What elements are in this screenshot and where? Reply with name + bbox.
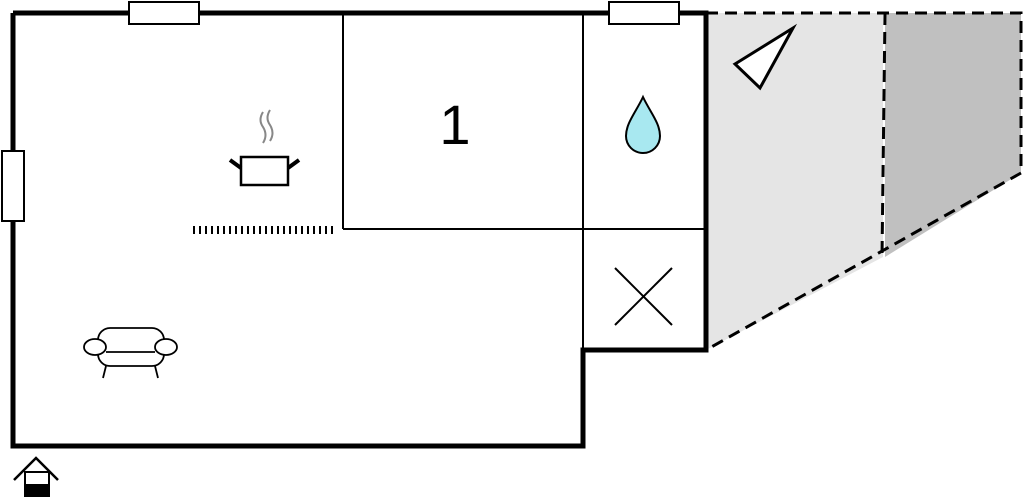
window bbox=[1, 150, 25, 222]
terrace-dark-area bbox=[885, 13, 1021, 257]
entrance-house-icon bbox=[13, 456, 59, 497]
terrace-light-area bbox=[706, 13, 883, 350]
terrace-divider bbox=[880, 12, 887, 258]
windows bbox=[1, 1, 680, 222]
water-drop-icon bbox=[624, 94, 662, 154]
window bbox=[128, 1, 200, 25]
cross-icon bbox=[614, 267, 673, 326]
walls bbox=[10, 10, 709, 449]
kitchen-pot-icon bbox=[228, 109, 301, 187]
room-number-label: 1 bbox=[439, 93, 471, 156]
terrace bbox=[705, 11, 1023, 352]
compass-triangle-icon bbox=[732, 23, 798, 91]
sofa-icon bbox=[83, 327, 178, 379]
window bbox=[608, 1, 680, 25]
terrace-outline bbox=[705, 11, 1023, 352]
